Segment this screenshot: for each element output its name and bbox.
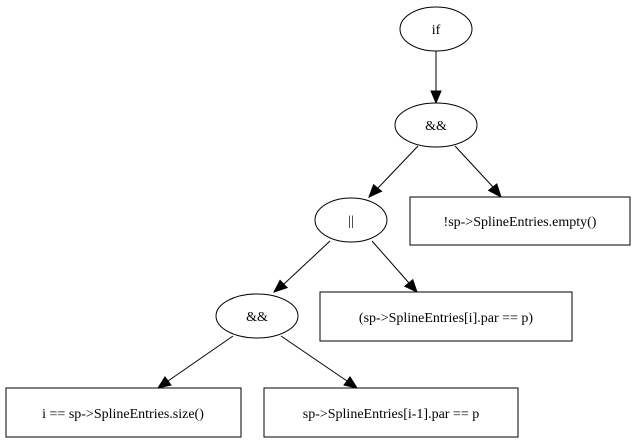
- edge-and-top-to-empty-check: [454, 145, 502, 199]
- node-prev-par-eq-p: sp->SplineEntries[i-1].par == p: [263, 387, 519, 438]
- node-empty-check-shape: [409, 196, 631, 246]
- node-size-check-label: i == sp->SplineEntries.size(): [42, 407, 204, 422]
- tree-edges: [156, 51, 502, 389]
- edge-or-to-par-eq-p: [371, 240, 418, 293]
- node-and-bottom-label: &&: [246, 310, 268, 325]
- node-if: if: [399, 6, 473, 52]
- node-and-bottom: &&: [215, 293, 299, 339]
- node-empty-check-label: !sp->SplineEntries.empty(): [444, 215, 597, 230]
- edge-and-bottom-to-size-check: [156, 335, 234, 389]
- node-prev-par-eq-p-label: sp->SplineEntries[i-1].par == p: [303, 407, 479, 422]
- edge-and-bottom-to-prev-par-eq-p: [280, 335, 359, 389]
- node-and-top: &&: [394, 102, 478, 148]
- node-if-shape: [399, 6, 473, 52]
- edge-and-top-to-or: [368, 145, 419, 198]
- node-or: ||: [314, 197, 388, 243]
- node-par-eq-p-shape: [319, 291, 573, 342]
- node-if-label: if: [432, 23, 441, 38]
- node-or-shape: [314, 197, 388, 243]
- node-size-check: i == sp->SplineEntries.size(): [5, 387, 242, 438]
- node-par-eq-p-label: (sp->SplineEntries[i].par == p): [359, 311, 533, 326]
- node-par-eq-p: (sp->SplineEntries[i].par == p): [319, 291, 573, 342]
- tree-nodes: if && !sp->SplineEntries.empty() || (sp-…: [5, 6, 631, 438]
- node-and-bottom-shape: [215, 293, 299, 339]
- node-and-top-label: &&: [425, 119, 447, 134]
- edge-if-to-and-top: [430, 51, 442, 105]
- node-size-check-shape: [5, 387, 242, 438]
- node-empty-check: !sp->SplineEntries.empty(): [409, 196, 631, 246]
- node-or-label: ||: [348, 214, 354, 229]
- edge-or-to-and-bottom: [272, 240, 331, 293]
- node-prev-par-eq-p-shape: [263, 387, 519, 438]
- node-and-top-shape: [394, 102, 478, 148]
